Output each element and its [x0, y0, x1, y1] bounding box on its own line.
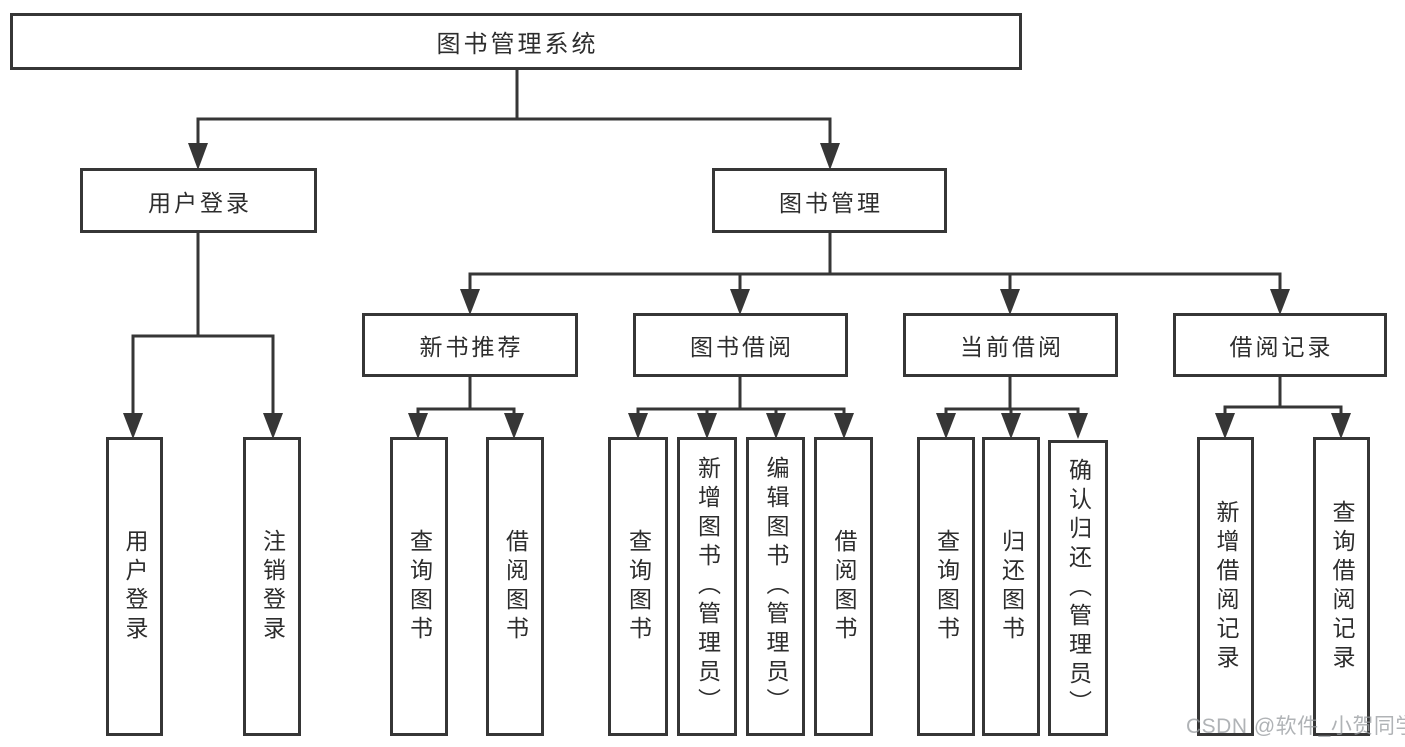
leaf-confirm-return-admin: 确认归还（管理员） — [1048, 440, 1108, 736]
node-label: 借阅图书 — [502, 528, 529, 645]
node-label: 查询图书 — [933, 528, 960, 645]
leaf-query-books-current: 查询图书 — [917, 437, 975, 736]
node-new-book-recommend: 新书推荐 — [362, 313, 578, 377]
node-label: 当前借阅 — [960, 334, 1064, 360]
node-borrow-record: 借阅记录 — [1173, 313, 1387, 377]
node-label: 新增借阅记录 — [1213, 499, 1239, 674]
leaf-user-login: 用户登录 — [106, 437, 163, 736]
node-label: 查询图书 — [625, 528, 652, 645]
leaf-add-books-admin: 新增图书（管理员） — [677, 437, 737, 736]
watermark: CSDN @软件_小贺同学 — [1186, 715, 1405, 738]
leaf-add-borrow-record: 新增借阅记录 — [1197, 437, 1254, 736]
node-label: 查询借阅记录 — [1329, 499, 1355, 674]
leaf-return-books: 归还图书 — [982, 437, 1040, 736]
node-label: 编辑图书（管理员） — [763, 456, 789, 717]
leaf-query-borrow-record: 查询借阅记录 — [1313, 437, 1370, 736]
node-library-management-system: 图书管理系统 — [10, 13, 1022, 70]
node-label: 借阅记录 — [1229, 334, 1334, 360]
node-label: 图书管理 — [779, 189, 883, 216]
leaf-borrow-books: 借阅图书 — [814, 437, 873, 736]
node-label: 图书管理系统 — [436, 31, 599, 58]
tree-edges — [131, 70, 1343, 416]
leaf-edit-books-admin: 编辑图书（管理员） — [746, 437, 805, 736]
node-label: 新增图书（管理员） — [694, 456, 721, 717]
node-book-management: 图书管理 — [712, 168, 947, 233]
node-user-login: 用户登录 — [80, 168, 317, 233]
node-label: 查询图书 — [406, 528, 433, 645]
arrowheads — [123, 143, 1351, 439]
node-label: 归还图书 — [998, 528, 1025, 645]
node-current-borrow: 当前借阅 — [903, 313, 1118, 377]
leaf-query-books-recommend: 查询图书 — [390, 437, 448, 736]
node-label: 图书借阅 — [690, 334, 794, 360]
node-label: 确认归还（管理员） — [1065, 457, 1092, 719]
leaf-borrow-books-recommend: 借阅图书 — [486, 437, 544, 736]
leaf-logout: 注销登录 — [243, 437, 301, 736]
node-label: 借阅图书 — [831, 528, 857, 645]
node-label: 注销登录 — [259, 528, 286, 645]
node-label: 新书推荐 — [419, 334, 524, 360]
node-label: 用户登录 — [148, 189, 252, 216]
node-book-borrow: 图书借阅 — [633, 313, 848, 377]
leaf-query-books: 查询图书 — [608, 437, 668, 736]
node-label: 用户登录 — [122, 528, 148, 645]
